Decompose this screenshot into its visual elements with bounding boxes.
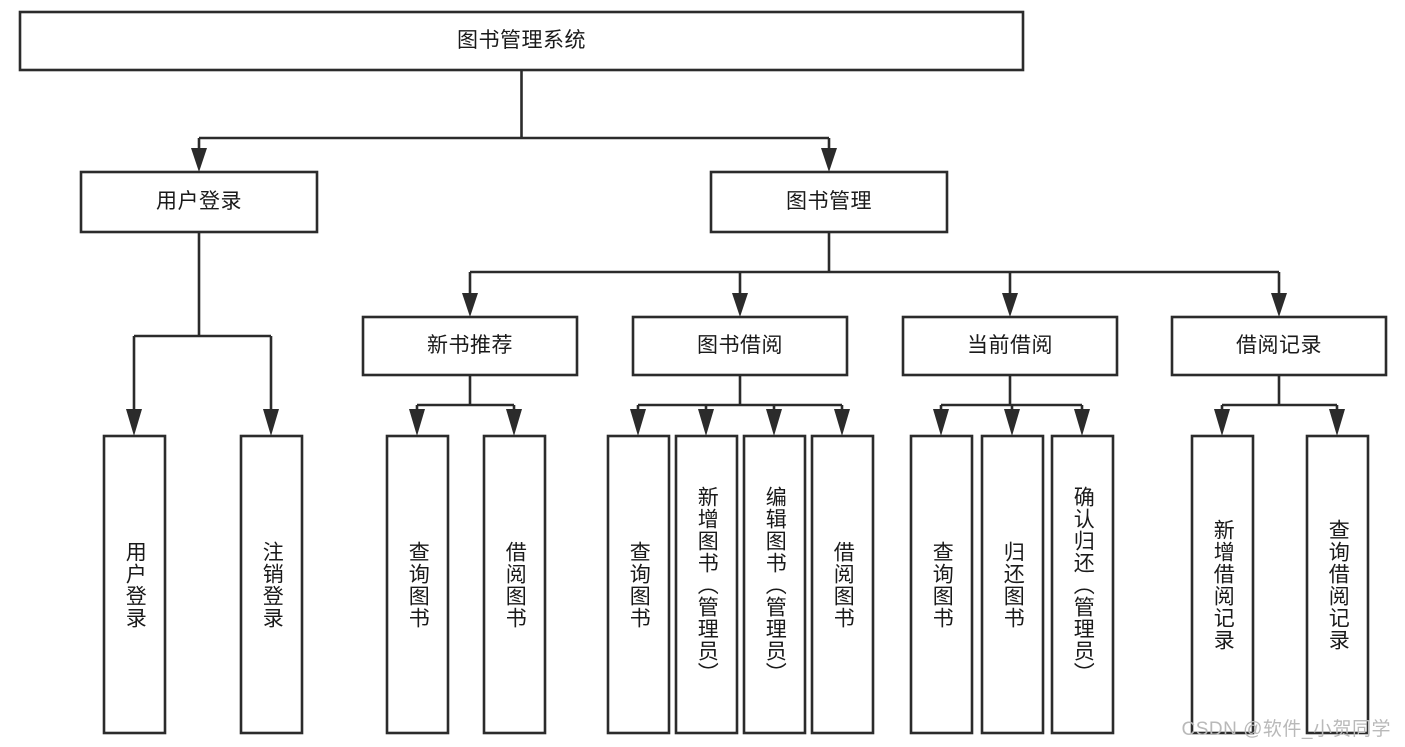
arrow-to-borrow-record (1271, 293, 1287, 317)
node-box-new-book-recommend[interactable] (361, 315, 579, 377)
arrow-to-leaf-add-book (698, 409, 714, 436)
arrow-to-book-borrow (732, 293, 748, 317)
node-box-leaf-add-record[interactable] (1190, 434, 1255, 735)
arrow-to-leaf-borrow-book-2 (834, 409, 850, 436)
node-box-leaf-query-record[interactable] (1305, 434, 1370, 735)
arrow-to-current-borrow (1002, 293, 1018, 317)
node-box-leaf-logout[interactable] (239, 434, 304, 735)
node-box-book-manage[interactable] (709, 170, 949, 234)
arrow-to-new-book-recommend (462, 293, 478, 317)
arrow-to-leaf-query-record (1329, 409, 1345, 436)
arrow-to-leaf-confirm-return (1074, 409, 1090, 436)
connector-group-new-book-recommend (409, 375, 522, 436)
node-box-user-login[interactable] (79, 170, 319, 234)
arrow-to-leaf-return-book (1004, 409, 1020, 436)
node-box-root[interactable] (18, 10, 1025, 72)
arrow-to-leaf-query-book-3 (933, 409, 949, 436)
node-box-leaf-query-book-1[interactable] (385, 434, 450, 735)
node-box-leaf-borrow-book-2[interactable] (810, 434, 875, 735)
arrow-to-leaf-user-login (126, 409, 142, 436)
arrow-to-leaf-query-book-2 (630, 409, 646, 436)
node-box-borrow-record[interactable] (1170, 315, 1388, 377)
arrow-to-leaf-borrow-book-1 (506, 409, 522, 436)
arrow-root-to-user-login (191, 148, 207, 172)
node-box-leaf-confirm-return[interactable] (1050, 434, 1115, 735)
connector-group-book-manage (462, 232, 1287, 317)
connector-group-book-borrow (630, 375, 850, 436)
node-box-leaf-return-book[interactable] (980, 434, 1045, 735)
node-box-leaf-query-book-3[interactable] (909, 434, 974, 735)
node-box-book-borrow[interactable] (631, 315, 849, 377)
node-box-leaf-add-book[interactable] (674, 434, 739, 735)
arrow-root-to-book-manage (821, 148, 837, 172)
arrow-to-leaf-add-record (1214, 409, 1230, 436)
node-box-leaf-edit-book[interactable] (742, 434, 807, 735)
connector-group-user-login (126, 232, 279, 436)
node-box-leaf-user-login[interactable] (102, 434, 167, 735)
node-box-leaf-borrow-book-1[interactable] (482, 434, 547, 735)
csdn-watermark: CSDN @软件_小贺同学 (1181, 719, 1391, 740)
connector-group-borrow-record (1214, 375, 1345, 436)
connector-group-root (191, 70, 837, 172)
arrow-to-leaf-query-book-1 (409, 409, 425, 436)
node-box-leaf-query-book-2[interactable] (606, 434, 671, 735)
arrow-to-leaf-edit-book (766, 409, 782, 436)
node-box-current-borrow[interactable] (901, 315, 1119, 377)
connector-group-current-borrow (933, 375, 1090, 436)
arrow-to-leaf-logout (263, 409, 279, 436)
